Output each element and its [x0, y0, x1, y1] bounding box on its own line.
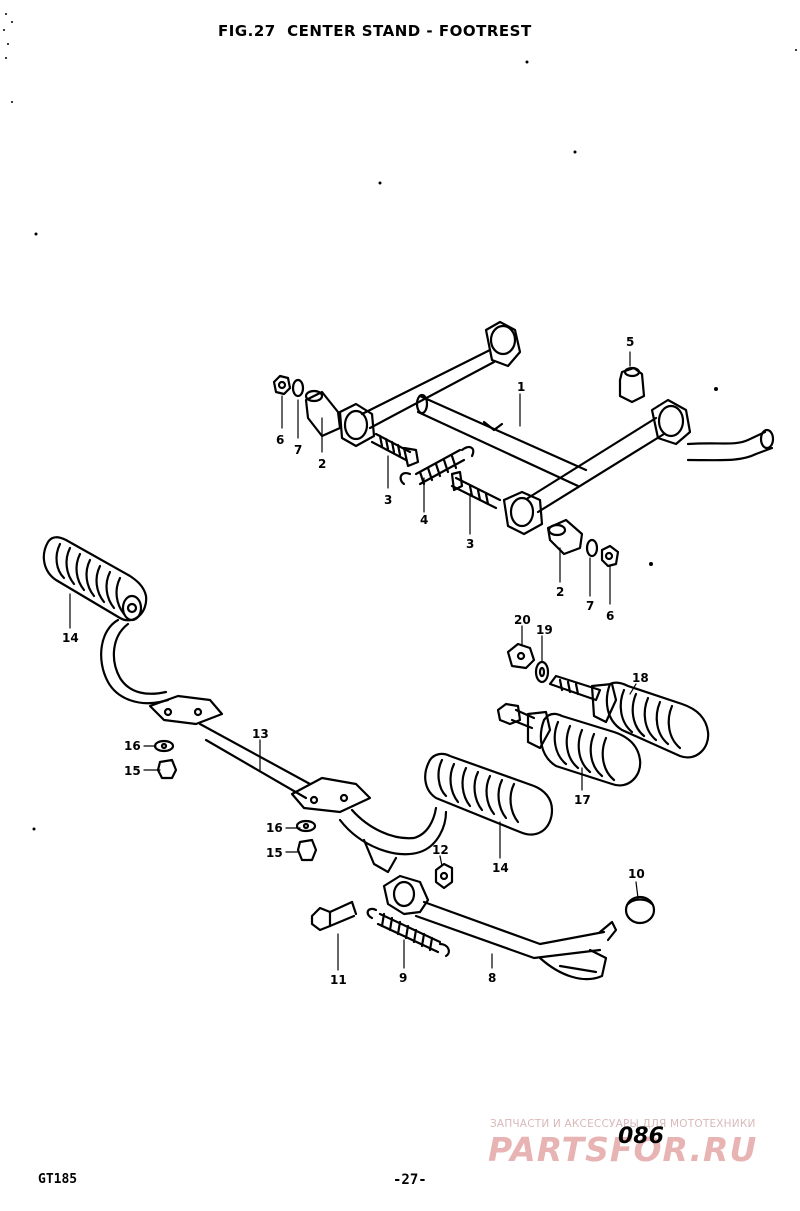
callout-15-lower: 15 — [266, 846, 283, 860]
bracket-bolts — [153, 739, 318, 862]
callout-2-left: 2 — [318, 457, 326, 471]
stand-hardware-left — [272, 374, 342, 438]
callout-6-right: 6 — [606, 609, 614, 623]
watermark-tagline: ЗАПЧАСТИ И АКСЕССУАРЫ ДЛЯ МОТОТЕХНИКИ — [490, 1118, 756, 1130]
callout-17: 17 — [574, 793, 591, 807]
callout-16-upper: 16 — [124, 739, 141, 753]
callout-leaders — [69, 351, 639, 971]
callout-6-left: 6 — [276, 433, 284, 447]
center-stand — [338, 320, 775, 536]
callout-16-lower: 16 — [266, 821, 283, 835]
callout-3-upper: 3 — [384, 493, 392, 507]
callout-12: 12 — [432, 843, 449, 857]
callout-3-lower: 3 — [466, 537, 474, 551]
page-number: -27- — [393, 1172, 427, 1188]
sheet-number: 086 — [618, 1124, 664, 1149]
pillion-footrest-left — [496, 702, 642, 787]
callout-15-upper: 15 — [124, 764, 141, 778]
callout-4: 4 — [420, 513, 428, 527]
watermark-logo: PARTSFOR.RU — [488, 1130, 758, 1169]
callout-2-right: 2 — [556, 585, 564, 599]
rubber-stopper — [618, 366, 646, 404]
callout-7-left: 7 — [294, 443, 302, 457]
side-stand — [310, 862, 656, 981]
callout-11: 11 — [330, 973, 347, 987]
callout-10: 10 — [628, 867, 645, 881]
callout-7-right: 7 — [586, 599, 594, 613]
callout-numbers: 1 5 6 7 2 3 4 3 2 7 6 20 19 18 17 14 14 … — [62, 335, 649, 987]
callout-20: 20 — [514, 613, 531, 627]
figure-title: FIG.27 CENTER STAND - FOOTREST — [218, 22, 532, 40]
callout-18: 18 — [632, 671, 649, 685]
callout-1: 1 — [517, 380, 525, 394]
footrest-bar — [100, 618, 448, 874]
stand-hardware-right — [546, 518, 620, 568]
callout-19: 19 — [536, 623, 553, 637]
callout-9: 9 — [399, 971, 407, 985]
footrest-rubber-left — [42, 536, 148, 622]
callout-14-left: 14 — [62, 631, 79, 645]
stand-spring — [399, 446, 475, 486]
callout-5: 5 — [626, 335, 634, 349]
pillion-footrest-right — [548, 674, 710, 759]
callout-8: 8 — [488, 971, 496, 985]
pivot-bolts — [370, 432, 502, 510]
callout-13: 13 — [252, 727, 269, 741]
scan-specks — [3, 13, 797, 831]
model-code: GT185 — [38, 1172, 78, 1187]
footrest-rubber-right — [424, 752, 554, 836]
callout-14-right: 14 — [492, 861, 509, 875]
